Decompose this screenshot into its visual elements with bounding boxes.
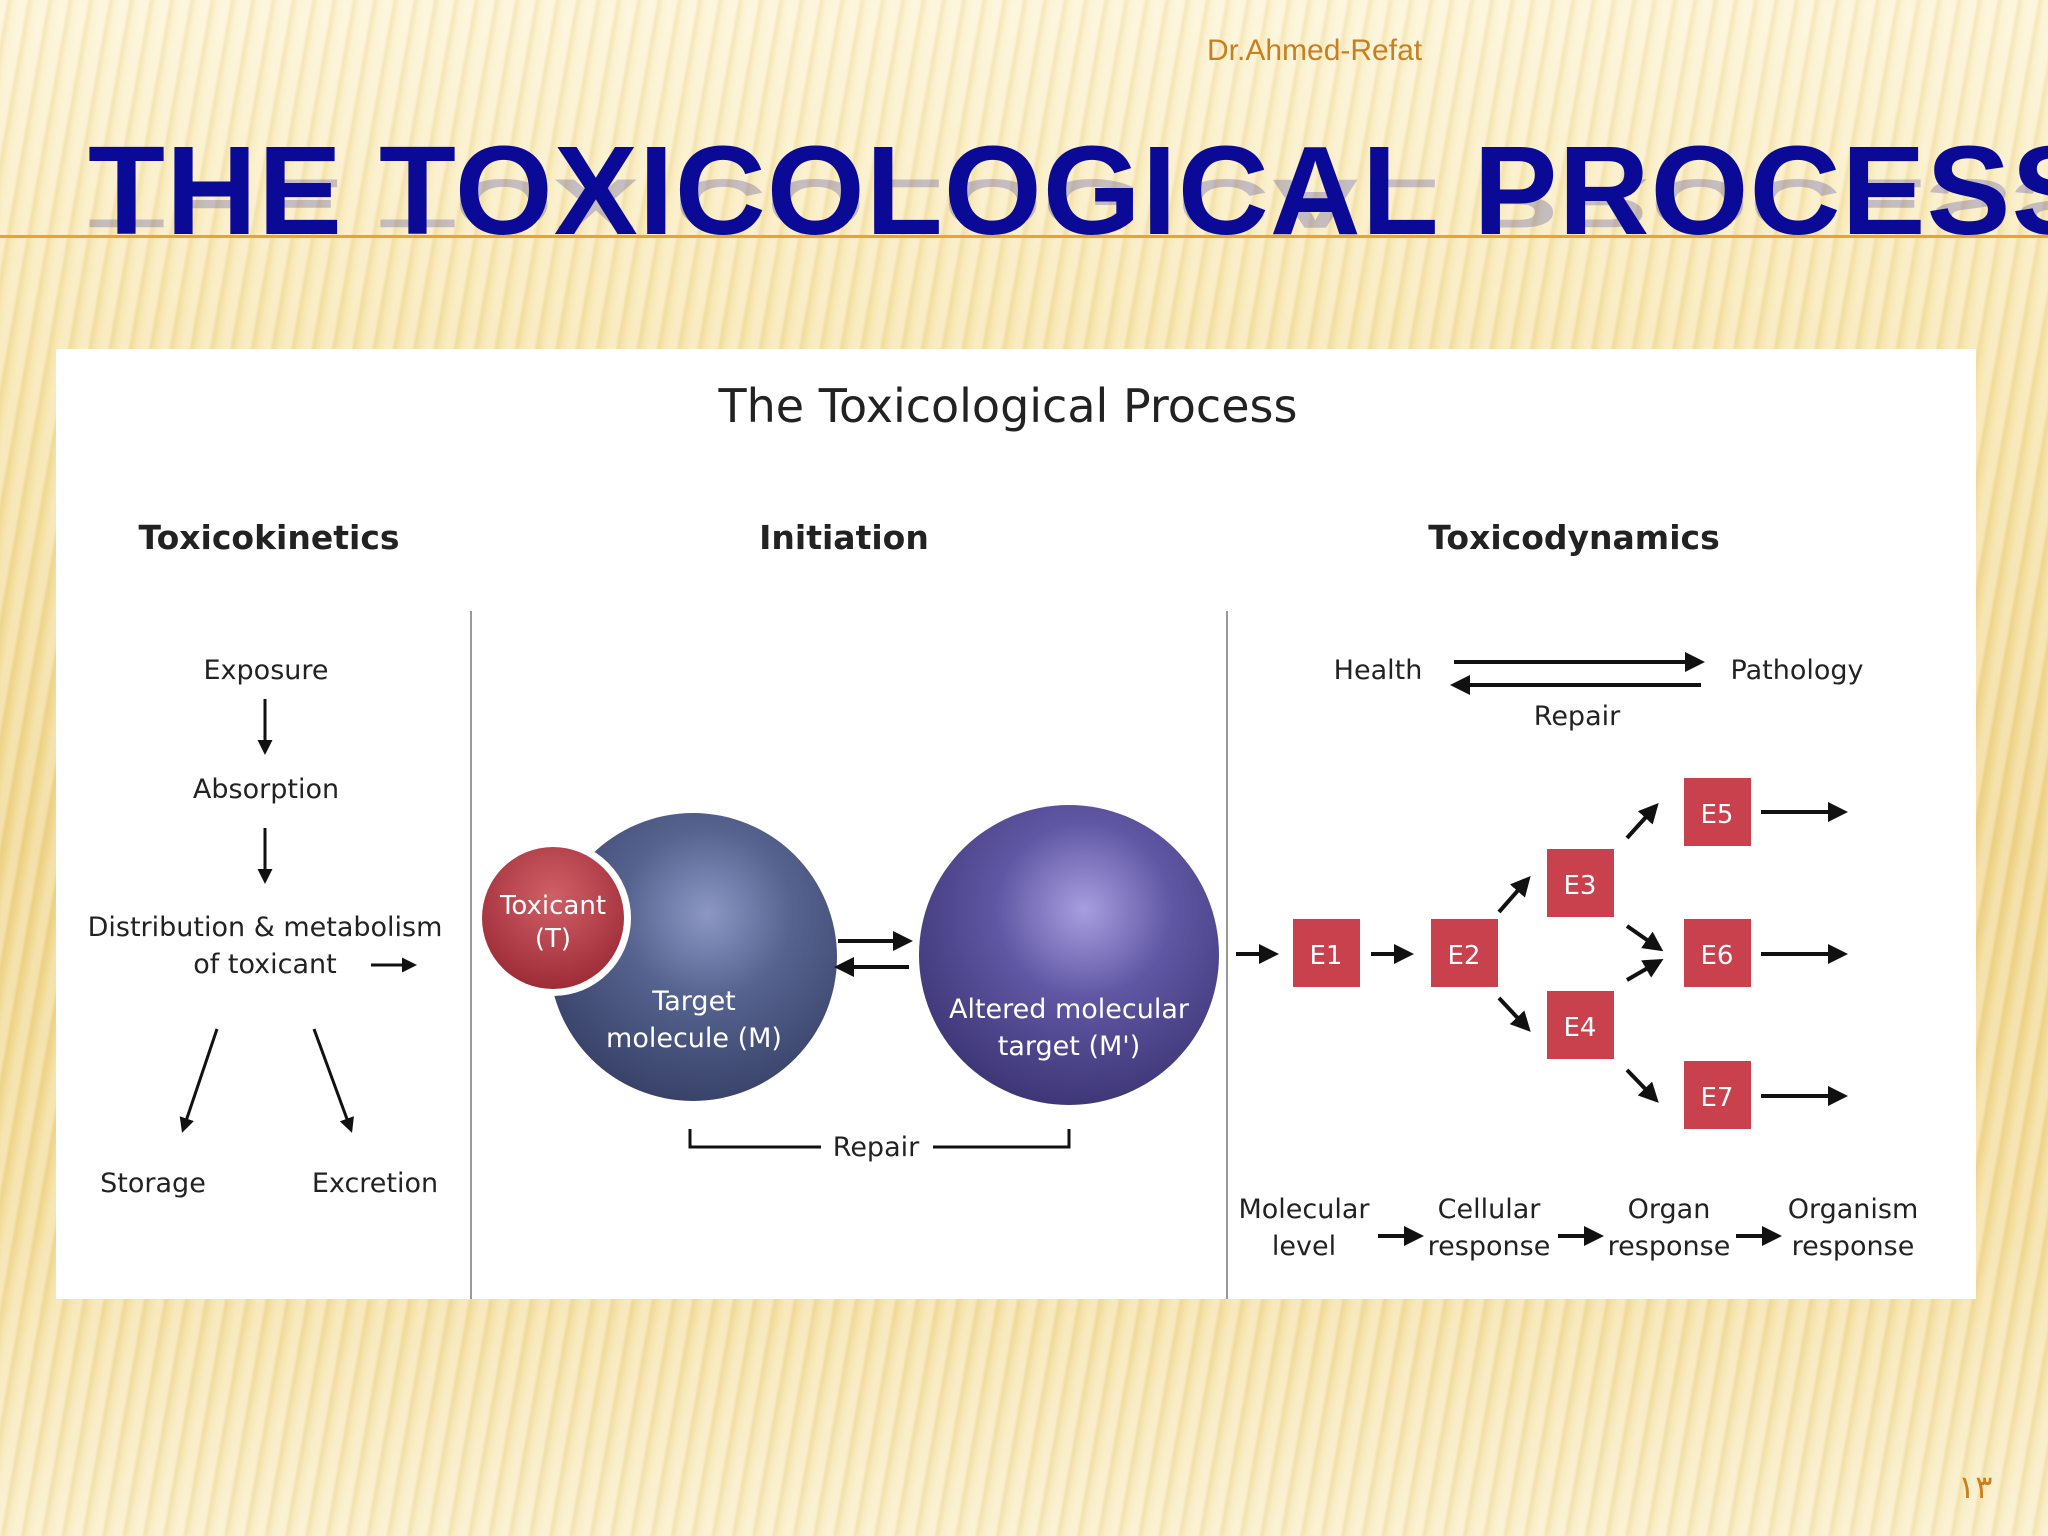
event-label-e6: E6 — [1701, 941, 1734, 971]
event-label-e3: E3 — [1564, 871, 1597, 901]
event-label-e2: E2 — [1448, 941, 1481, 971]
arrow-e2-e4 — [1497, 996, 1531, 1032]
level-cellular-line2: response — [1428, 1231, 1551, 1262]
event-label-e5: E5 — [1701, 800, 1734, 830]
label-absorption: Absorption — [193, 774, 339, 805]
level-molecular-line1: Molecular — [1238, 1194, 1370, 1225]
level-molecular-line2: level — [1272, 1231, 1336, 1262]
label-excretion: Excretion — [312, 1168, 438, 1199]
label-distribution-line1: Distribution & metabolism — [88, 912, 443, 943]
toxicodynamics-section: Health Pathology Repair E1 E2 E3 — [1236, 652, 1919, 1262]
event-label-e1: E1 — [1310, 941, 1343, 971]
page-number: ١٣ — [1958, 1469, 1993, 1505]
arrow-to-storage — [179, 1028, 219, 1133]
event-label-e7: E7 — [1701, 1083, 1734, 1113]
event-box-e7: E7 — [1684, 1061, 1751, 1129]
event-box-e5: E5 — [1684, 778, 1751, 846]
initiation-section: Toxicant (T) Target molecule (M) Altered… — [475, 805, 1219, 1163]
level-organ-line2: response — [1608, 1231, 1731, 1262]
toxicokinetics-section: Exposure Absorption Distribution & metab… — [88, 655, 443, 1199]
target-label-line2: molecule (M) — [606, 1023, 782, 1054]
heading-toxicodynamics: Toxicodynamics — [1428, 518, 1719, 557]
arrow-e4-e7 — [1625, 1068, 1659, 1103]
level-organism-line1: Organism — [1788, 1194, 1919, 1225]
toxicant-sphere — [482, 847, 624, 989]
label-toxicodynamics-repair: Repair — [1534, 701, 1621, 732]
event-label-e4: E4 — [1564, 1013, 1597, 1043]
label-initiation-repair: Repair — [833, 1132, 920, 1163]
arrow-e2-e3 — [1497, 875, 1531, 914]
heading-initiation: Initiation — [759, 518, 929, 557]
heading-toxicokinetics: Toxicokinetics — [138, 518, 399, 557]
event-box-e1: E1 — [1293, 919, 1360, 987]
repair-bracket-left — [688, 1129, 821, 1149]
arrow-to-excretion — [312, 1028, 354, 1133]
altered-label-line2: target (M') — [998, 1031, 1140, 1062]
toxicological-process-diagram: The Toxicological Process Toxicokinetics… — [88, 379, 1919, 1299]
event-box-e2: E2 — [1431, 919, 1498, 987]
level-organism-line2: response — [1792, 1231, 1915, 1262]
event-box-e3: E3 — [1547, 849, 1614, 917]
author-credit: Dr.Ahmed-Refat — [1207, 34, 1423, 67]
arrow-e4-e6 — [1626, 959, 1664, 982]
toxicant-label-line1: Toxicant — [499, 891, 606, 921]
label-storage: Storage — [100, 1168, 206, 1199]
level-cellular-line1: Cellular — [1438, 1194, 1542, 1225]
label-pathology: Pathology — [1731, 655, 1864, 686]
event-box-e6: E6 — [1684, 919, 1751, 987]
arrow-e3-e5 — [1625, 803, 1659, 840]
slide-title: THE TOXICOLOGICAL PROCESS — [88, 120, 2048, 261]
diagram-panel: The Toxicological Process Toxicokinetics… — [56, 349, 1976, 1299]
label-health: Health — [1334, 655, 1423, 686]
label-distribution-line2: of toxicant — [193, 949, 336, 980]
event-box-e4: E4 — [1547, 991, 1614, 1059]
altered-target-sphere — [919, 805, 1219, 1105]
diagram-title: The Toxicological Process — [718, 379, 1298, 433]
toxicant-label-line2: (T) — [535, 924, 571, 954]
title-underline — [0, 235, 2048, 238]
altered-label-line1: Altered molecular — [949, 994, 1190, 1025]
label-exposure: Exposure — [204, 655, 329, 686]
arrow-e3-e6 — [1625, 924, 1664, 952]
repair-bracket-right — [933, 1129, 1071, 1149]
target-label-line1: Target — [651, 986, 736, 1017]
level-organ-line1: Organ — [1628, 1194, 1711, 1225]
